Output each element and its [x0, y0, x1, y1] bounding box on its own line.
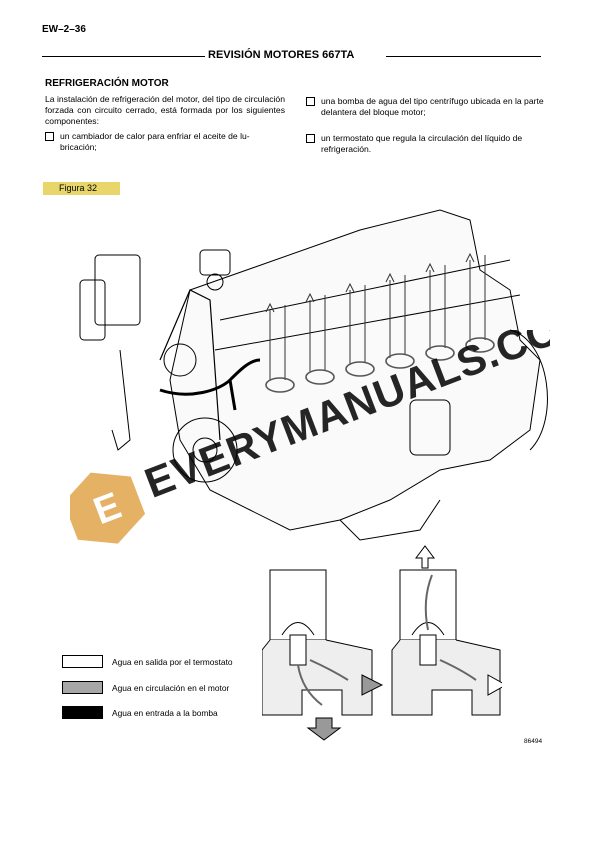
bullet-text: una bomba de agua del tipo centrífugo ub… — [321, 96, 544, 117]
legend-swatch — [62, 655, 103, 668]
bullet-item: una bomba de agua del tipo centrífugo ub… — [306, 96, 546, 118]
page-number: EW–2–36 — [42, 24, 86, 35]
legend-item: Agua en salida por el termostato — [62, 655, 233, 668]
header-rule-left — [42, 56, 205, 57]
legend-label: Agua en entrada a la bomba — [112, 707, 218, 718]
engine-cooling-illustration — [79, 209, 548, 541]
legend-label: Agua en salida por el termostato — [112, 656, 233, 667]
legend-swatch — [62, 681, 103, 694]
header-rule-right — [386, 56, 541, 57]
legend-item: Agua en entrada a la bomba — [62, 706, 218, 719]
section-title: REFRIGERACIÓN MOTOR — [45, 78, 169, 89]
checkbox-bullet-icon — [45, 132, 54, 141]
bullet-text: un termostato que regula la circulación … — [321, 133, 523, 154]
figure-code: 86494 — [524, 738, 543, 745]
bullet-item: un cambiador de calor para enfriar el ac… — [45, 131, 285, 153]
checkbox-bullet-icon — [306, 97, 315, 106]
legend-item: Agua en circulación en el motor — [62, 681, 229, 694]
checkbox-bullet-icon — [306, 134, 315, 143]
header-title: REVISIÓN MOTORES 667TA — [208, 49, 355, 61]
bullet-text: un cambiador de calor para enfriar el ac… — [60, 131, 250, 152]
watermark-text: EVERYMANUALS.COM — [138, 330, 550, 507]
legend-label: Agua en circulación en el motor — [112, 682, 230, 693]
intro-paragraph: La instalación de refrigeración del moto… — [45, 94, 285, 126]
bullet-item: un termostato que regula la circulación … — [306, 133, 546, 155]
thermostat-cutaway-diagram — [262, 545, 502, 741]
watermark-logo-icon — [70, 472, 146, 544]
legend-swatch — [62, 706, 103, 719]
figure-label: Figura 32 — [43, 182, 120, 195]
watermark: E EVERYMANUALS.COM — [70, 330, 550, 544]
